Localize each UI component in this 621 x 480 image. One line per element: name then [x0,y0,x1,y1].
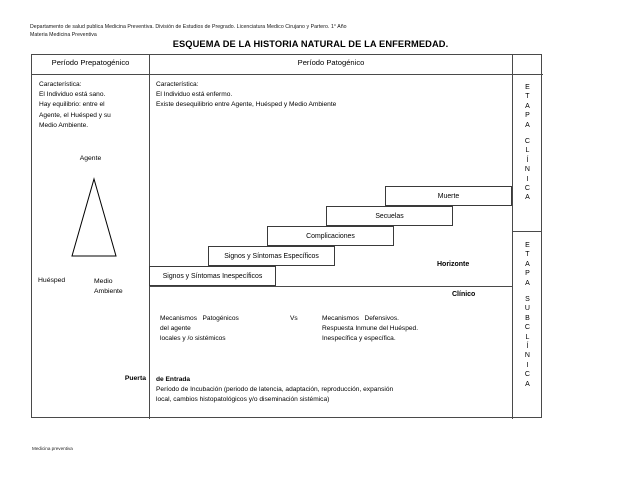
triad-label-agente: Agente [79,155,102,162]
step-box-signos-sintomas-especificos: Signos y Síntomas Específicos [208,246,335,266]
step-box-muerte: Muerte [385,186,512,206]
etapa-subclinica-letter-2: A [525,260,530,268]
etapa-subclinica-letter-6: S [525,296,530,304]
etapa-subclinica-letter-10: L [525,333,530,341]
document-header: Departamento de salud publica Medicina P… [30,23,570,39]
label-de-entrada: de Entrada [156,376,191,383]
etapa-subclinica-letter-13: I [526,361,529,369]
etapa-clinica-letter-10: I [526,175,529,183]
etapa-clinica-letter-4: A [525,121,530,129]
etapa-subclinica-letter-4: A [525,279,530,287]
horizonte-clinico-line [150,286,512,287]
label-puerta: Puerta [124,375,146,382]
mecanismos-vs-separator: Vs [290,315,298,322]
header-line-2: Materia Medicina Preventiva [30,32,97,38]
step-box-signos-sintomas-inespecificos: Signos y Síntomas Inespecíficos [149,266,276,286]
etapa-clinica-letter-2: A [525,102,530,110]
etapa-strip-row-divider [513,231,542,232]
etapa-subclinica-letter-9: C [524,324,531,332]
diagram-frame: Período Prepatogénico Período Patogénico… [31,54,543,419]
etapa-clinica-letter-0: E [525,84,530,91]
epidemiologic-triad-triangle [70,177,118,259]
etapa-clinica-letter-11: C [524,185,531,193]
etapa-subclinica-gap [513,288,542,295]
etapa-clinica-letter-7: L [525,147,530,155]
header-line-1: Departamento de salud publica Medicina P… [30,24,347,30]
etapa-subclinica-letter-14: C [524,371,531,379]
label-horizonte: Horizonte [437,261,470,268]
label-clinico: Clínico [452,291,476,298]
etapa-clinica-letter-8: Í [526,156,529,164]
triad-label-huesped: Huésped [38,277,66,284]
mecanismos-defensivos: Mecanismos Defensivos. Respuesta Inmune … [322,315,419,343]
etapa-subclinica-letter-12: N [524,352,531,360]
periodo-incubacion-text: Período de Incubación (periodo de latenc… [156,386,394,404]
triad-label-medio-ambiente: Medio Ambiente [94,278,123,295]
etapa-strip-divider [512,55,513,419]
etapa-clinica-letter-9: N [524,166,531,174]
page-footer: Medicina preventiva [32,446,73,451]
etapa-clinica-letter-1: T [525,93,530,101]
header-periodo-patogenico: Período Patogénico [297,58,365,67]
caracteristica-patogenico: Característica: El Individuo está enferm… [156,81,337,109]
etapa-subclinica-letter-15: A [525,380,530,388]
etapa-clinica-letter-6: C [524,138,531,146]
etapa-clinica-letter-12: A [525,194,530,202]
header-periodo-prepatogenico: Período Prepatogénico [51,58,130,67]
step-box-secuelas: Secuelas [326,206,453,226]
page-title: ESQUEMA DE LA HISTORIA NATURAL DE LA ENF… [172,39,449,49]
mecanismos-patogenicos: Mecanismos Patogénicos del agente locale… [160,315,239,343]
periodo-incubacion-block: de Entrada Período de Incubación (period… [156,375,506,406]
etapa-subclinica-letter-7: U [524,305,531,313]
etapa-subclinica-letter-3: P [525,270,530,278]
column-divider [149,55,150,419]
etapa-subclinica-letter-11: Í [526,343,529,351]
caracteristica-prepatogenico: Característica: El Individuo está sano. … [39,81,111,129]
etapa-clinica-letter-3: P [525,112,530,120]
etapa-subclinica-letter-8: B [525,314,530,322]
step-box-complicaciones: Complicaciones [267,226,394,246]
etapa-subclinica-letter-0: E [525,242,530,249]
etapa-subclinica-letter-1: T [525,251,530,259]
header-row-divider [32,74,543,75]
etapa-clinica-gap [513,130,542,137]
